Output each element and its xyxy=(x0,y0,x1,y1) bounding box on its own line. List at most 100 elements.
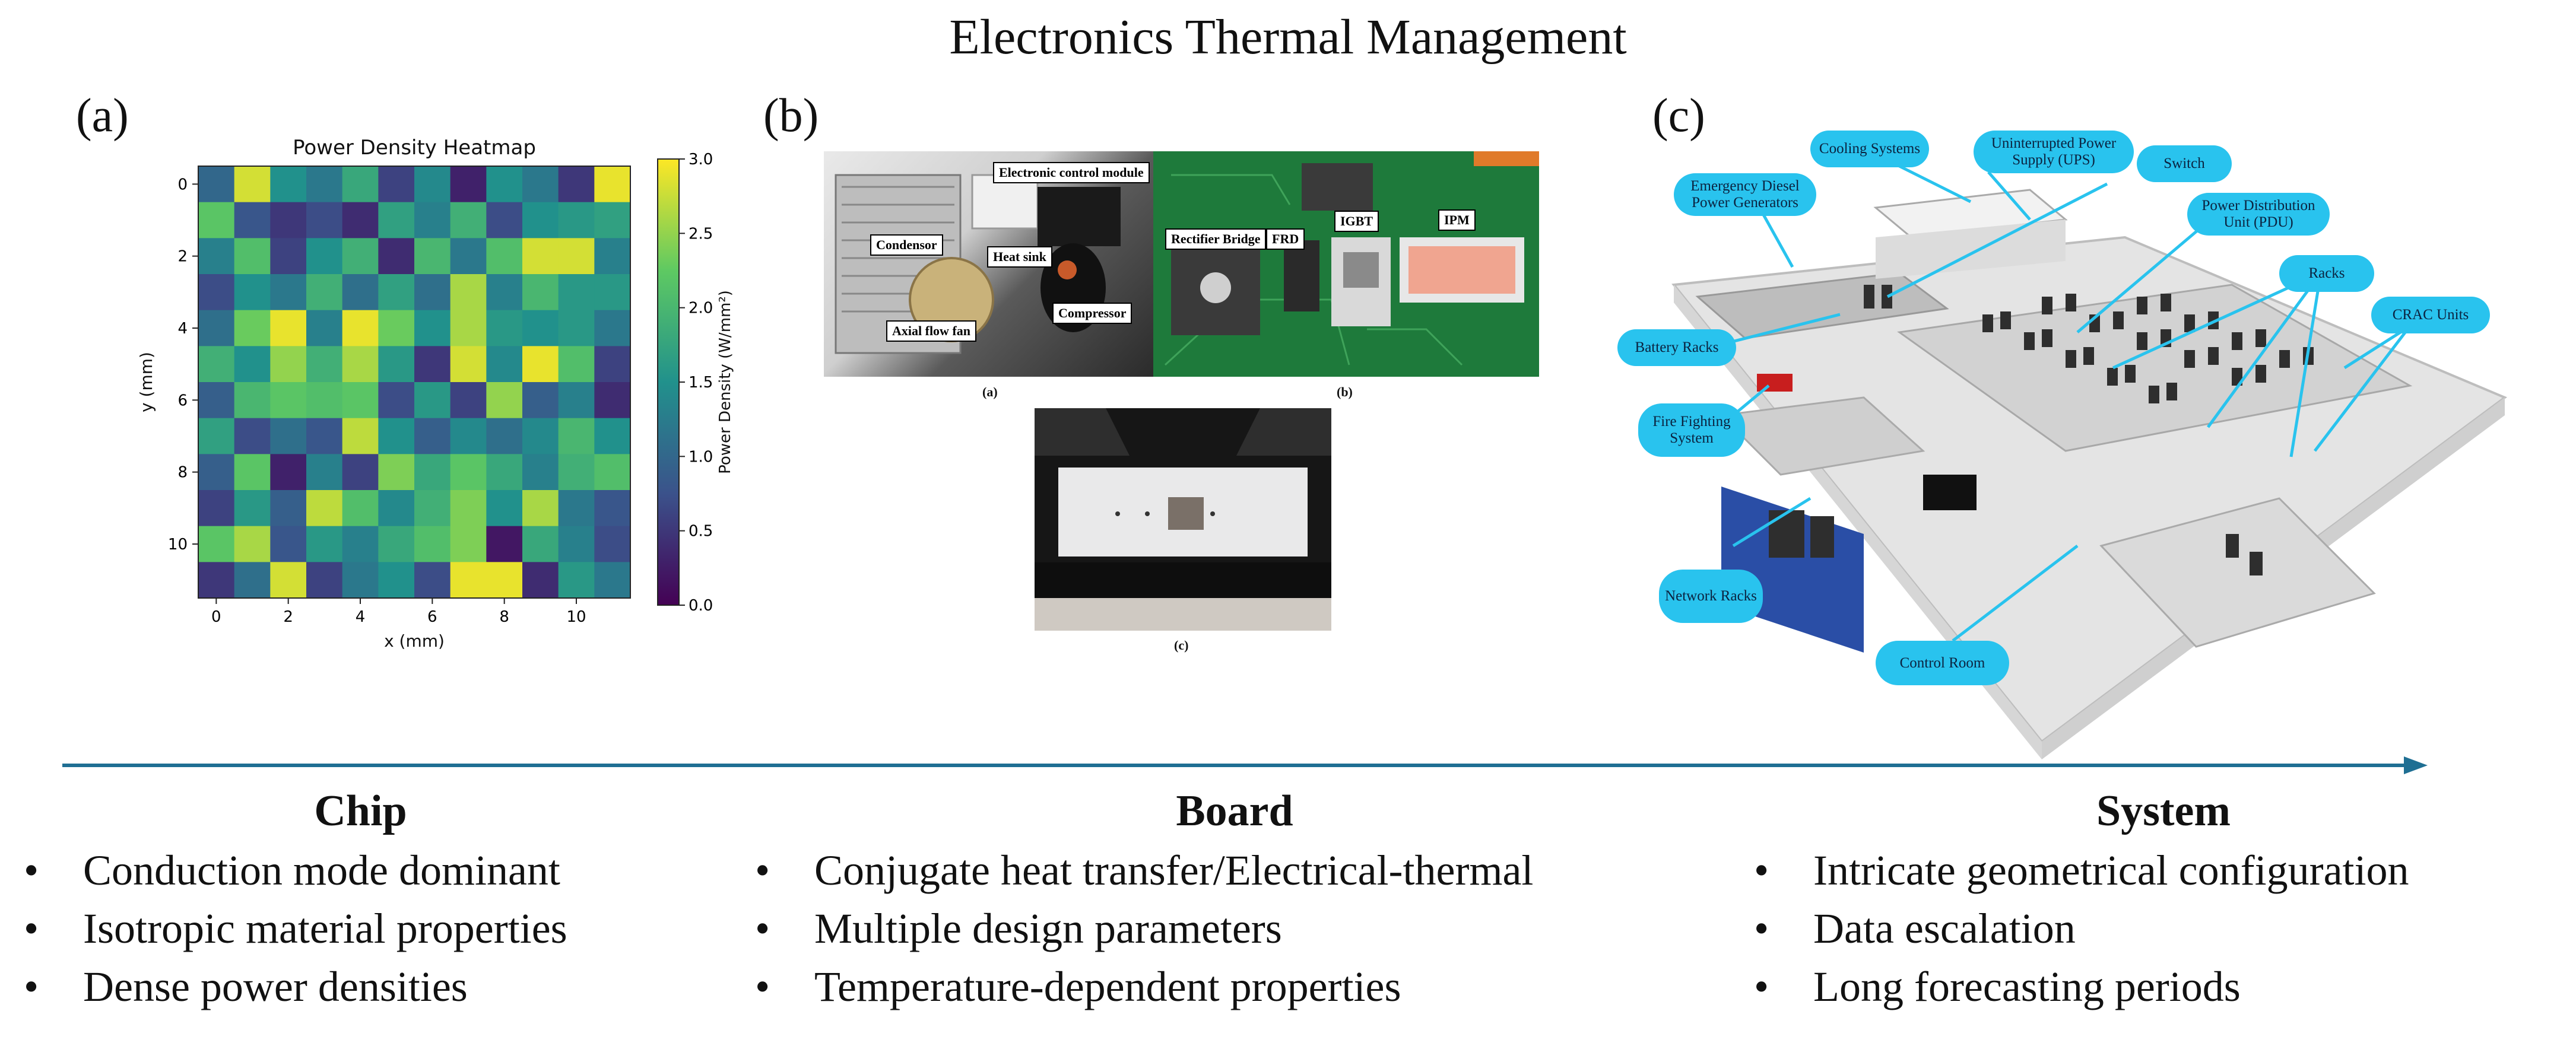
heatmap-cell xyxy=(234,418,271,454)
air-conditioner-unit-photo: Electronic control module Condensor Heat… xyxy=(824,151,1153,377)
heatmap-cell xyxy=(198,238,235,275)
heatmap-cell xyxy=(342,166,379,203)
heatmap-cell xyxy=(594,346,631,383)
heatmap-cell xyxy=(306,274,343,311)
bullet-item: •Isotropic material properties xyxy=(24,905,567,952)
y-tick-label: 2 xyxy=(177,248,188,266)
heatmap-cell xyxy=(558,202,595,239)
heatmap-cell xyxy=(486,274,523,311)
heatmap-cell xyxy=(558,346,595,383)
heatmap-cell xyxy=(342,274,379,311)
heatmap-cell xyxy=(558,166,595,203)
heatmap-cell xyxy=(558,490,595,527)
heatmap-cell xyxy=(594,274,631,311)
callout-diesel-generators: Emergency Diesel Power Generators xyxy=(1674,173,1816,216)
bullet-item: •Long forecasting periods xyxy=(1754,963,2241,1010)
heatmap-cell xyxy=(522,346,559,383)
heatmap-cell xyxy=(342,454,379,491)
heatmap-cell xyxy=(342,346,379,383)
label-axial-flow-fan: Axial flow fan xyxy=(886,320,976,342)
heatmap-cell xyxy=(414,202,451,239)
heatmap-cell xyxy=(306,166,343,203)
heatmap-cell xyxy=(486,562,523,599)
heatmap-cell xyxy=(342,238,379,275)
callout-switch: Switch xyxy=(2137,145,2232,182)
colorbar-tick-label: 3.0 xyxy=(689,151,713,168)
heatmap-cell xyxy=(198,418,235,454)
heatmap-cell xyxy=(198,310,235,346)
heatmap-cell xyxy=(558,310,595,346)
heatmap-cell xyxy=(594,454,631,491)
heatmap-cell xyxy=(594,382,631,419)
heatmap-cell xyxy=(306,238,343,275)
heatmap-cell xyxy=(522,454,559,491)
heatmap-cell xyxy=(486,526,523,562)
callout-control-room: Control Room xyxy=(1876,641,2009,685)
y-tick-label: 8 xyxy=(177,464,188,482)
heatmap-cell xyxy=(342,562,379,599)
heatmap-cell xyxy=(594,238,631,275)
heatmap-cell xyxy=(198,562,235,599)
bullet-item: •Data escalation xyxy=(1754,905,2076,952)
heatmap-cell xyxy=(414,166,451,203)
x-axis-label: x (mm) xyxy=(384,631,445,651)
callout-cooling-systems: Cooling Systems xyxy=(1810,131,1929,167)
heatmap-cell xyxy=(594,418,631,454)
heatmap-cell xyxy=(198,166,235,203)
data-center-diagram: Cooling Systems Uninterrupted Power Supp… xyxy=(1614,119,2517,759)
heatmap-cell xyxy=(270,382,307,419)
heatmap-cell xyxy=(450,490,487,527)
y-tick-label: 4 xyxy=(177,320,188,338)
heatmap-cell xyxy=(342,382,379,419)
heatmap-cell xyxy=(522,562,559,599)
label-heat-sink: Heat sink xyxy=(987,246,1052,268)
heatmap-cell xyxy=(558,274,595,311)
heatmap-cell xyxy=(270,202,307,239)
heatmap-cell xyxy=(450,274,487,311)
heatmap-cell xyxy=(450,238,487,275)
heatmap-cell xyxy=(522,490,559,527)
heatmap-cell xyxy=(270,490,307,527)
heatmap-cell xyxy=(450,454,487,491)
heatmap-cell xyxy=(414,346,451,383)
heatmap-cell xyxy=(486,310,523,346)
heatmap-cell xyxy=(486,454,523,491)
heatmap-cell xyxy=(378,238,415,275)
heatmap-cell xyxy=(378,526,415,562)
thermal-test-fixture-photo xyxy=(1035,408,1331,631)
x-tick-label: 10 xyxy=(566,608,586,626)
heatmap-cell xyxy=(450,166,487,203)
heatmap-cell xyxy=(198,274,235,311)
callout-network-racks: Network Racks xyxy=(1659,570,1763,623)
chip-heading: Chip xyxy=(314,787,407,835)
callout-battery-racks: Battery Racks xyxy=(1617,329,1736,366)
heatmap-cell xyxy=(522,274,559,311)
heatmap-cell xyxy=(342,310,379,346)
bullet-item: •Dense power densities xyxy=(24,963,468,1010)
heatmap-cell xyxy=(234,202,271,239)
heatmap-cell xyxy=(486,382,523,419)
heatmap-cell xyxy=(486,490,523,527)
heatmap-cell xyxy=(486,166,523,203)
heatmap-cell xyxy=(558,562,595,599)
panel-b-label: (b) xyxy=(763,90,819,142)
heatmap-cell xyxy=(414,526,451,562)
x-tick-label: 8 xyxy=(499,608,509,626)
heatmap-cell xyxy=(270,310,307,346)
heatmap-cell xyxy=(414,274,451,311)
x-tick-label: 4 xyxy=(356,608,366,626)
heatmap-cell xyxy=(594,526,631,562)
heatmap-cell xyxy=(522,310,559,346)
heatmap-cell xyxy=(306,202,343,239)
system-bullet-list: •Intricate geometrical configuration •Da… xyxy=(1754,841,2409,1016)
heatmap-cell xyxy=(342,202,379,239)
heatmap-cell xyxy=(234,526,271,562)
heatmap-cell xyxy=(306,562,343,599)
photo1-caption: (a) xyxy=(982,384,998,399)
heatmap-cell xyxy=(414,490,451,527)
heatmap-cell xyxy=(270,526,307,562)
heatmap-cell xyxy=(486,346,523,383)
heatmap-cell xyxy=(450,382,487,419)
bullet-item: •Temperature-dependent properties xyxy=(755,963,1401,1010)
panel-c-label: (c) xyxy=(1652,90,1705,142)
